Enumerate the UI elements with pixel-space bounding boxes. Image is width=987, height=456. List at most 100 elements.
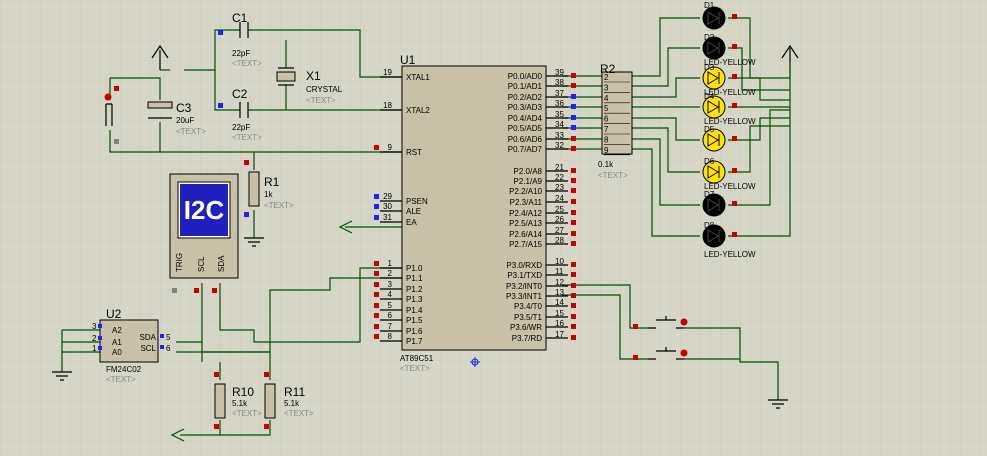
led-body	[702, 6, 726, 30]
u1-pin-state	[374, 303, 379, 308]
led-diode-symbol	[707, 71, 720, 85]
u1-pin-name: P3.6/WR	[510, 323, 542, 332]
r2-pin-number: 3	[604, 83, 609, 92]
button-int1[interactable]	[633, 347, 688, 360]
c2-text: <TEXT>	[232, 133, 262, 142]
led-ref: D3	[704, 63, 715, 72]
u1-pin-name: P0.7/AD7	[508, 145, 543, 154]
button-int0[interactable]	[633, 316, 688, 329]
u1-pin-state	[571, 146, 576, 151]
u1-pin-number: 25	[555, 205, 564, 214]
led-diode-symbol	[707, 198, 720, 212]
u1-right-pins: 39P0.0/AD038P0.1/AD137P0.2/AD236P0.3/AD3…	[506, 68, 576, 343]
i2c-pin-trig: TRIG	[175, 253, 184, 272]
i2c-label: I2C	[184, 195, 225, 225]
led-pin-state	[732, 74, 737, 79]
led-d7[interactable]: D7	[702, 190, 737, 217]
led-part-label: LED-YELLOW	[704, 88, 756, 97]
led-ref: D7	[704, 190, 715, 199]
ground-symbol-u2	[52, 371, 72, 381]
c1-pin-marker	[218, 30, 223, 35]
u1-pin-number: 6	[388, 311, 393, 320]
u1-pin-number: 9	[388, 143, 393, 152]
u2-pin-number: 1	[92, 344, 97, 353]
led-d1[interactable]: D1	[702, 1, 737, 30]
led-ref: D5	[704, 125, 715, 134]
led-d5[interactable]: D5	[702, 125, 737, 152]
r10-ref: R10	[232, 385, 254, 399]
r2-pin-number: 6	[604, 115, 609, 124]
u2-part: FM24C02	[106, 365, 142, 374]
r2-pin-number: 8	[604, 135, 609, 144]
u1-pin-name: P3.0/RXD	[506, 261, 542, 270]
c3-ref: C3	[176, 101, 192, 115]
u1-pin-state	[571, 125, 576, 130]
led-ref: D1	[704, 1, 715, 10]
u1-pin-name: P1.3	[406, 295, 423, 304]
u1-pin-state	[571, 210, 576, 215]
u2-pin-name: SCL	[140, 344, 156, 353]
u1-pin-state	[374, 194, 379, 199]
bus-arrow-bottom	[170, 428, 185, 442]
u2-ref: U2	[106, 307, 122, 321]
capacitor-c2[interactable]: C2 22pF <TEXT>	[218, 87, 262, 142]
u1-pin-number: 32	[555, 141, 564, 150]
led-pin-state	[732, 168, 737, 173]
u1-pin-name: P2.5/A13	[509, 219, 542, 228]
u1-pin-number: 4	[388, 290, 393, 299]
u1-pin-number: 7	[388, 322, 393, 331]
u1-pin-number: 36	[555, 99, 564, 108]
r2-pin-number: 9	[604, 146, 609, 155]
u1-pin-number: 2	[388, 269, 393, 278]
led-pin-state	[732, 14, 737, 19]
i2c-pin-scl: SCL	[197, 256, 206, 272]
led-pin-state	[732, 44, 737, 49]
u1-pin-state	[374, 324, 379, 329]
led-diode-symbol	[707, 165, 720, 179]
led-array: D1D2LED-YELLOWD3LED-YELLOWD4LED-YELLOWD5…	[702, 1, 756, 259]
u1-pin-name: P0.5/AD5	[508, 124, 543, 133]
r2-pin-number: 5	[604, 104, 609, 113]
u1-pin-number: 14	[555, 298, 564, 307]
mcu-u1[interactable]: U1 AT89C51 <TEXT> 19XTAL118XTAL29RST29PS…	[374, 53, 576, 373]
c1-text: <TEXT>	[232, 59, 262, 68]
u1-pin-name: P1.5	[406, 316, 423, 325]
u2-pin-number: 3	[92, 322, 97, 331]
u1-pin-state	[571, 324, 576, 329]
u1-pin-name: P0.4/AD4	[508, 114, 543, 123]
u1-pin-state	[571, 188, 576, 193]
u1-pin-number: 3	[388, 280, 393, 289]
u1-pin-name: P1.6	[406, 327, 423, 336]
u1-pin-state	[571, 231, 576, 236]
capacitor-c3[interactable]: C3 20uF <TEXT>	[147, 101, 206, 136]
u1-pin-state	[571, 283, 576, 288]
u1-pin-name: ALE	[406, 207, 421, 216]
resistor-r11[interactable]: R11 5.1k <TEXT>	[264, 372, 314, 429]
reset-button[interactable]	[104, 86, 120, 144]
u2-pin-name: A0	[112, 348, 122, 357]
capacitor-c1[interactable]: C1 22pF <TEXT>	[218, 11, 262, 68]
resistor-r10[interactable]: R10 5.1k <TEXT>	[214, 372, 262, 429]
u1-pin-number: 21	[555, 163, 564, 172]
r2-value: 0.1k	[598, 160, 614, 169]
u1-pin-number: 16	[555, 319, 564, 328]
c3-text: <TEXT>	[176, 127, 206, 136]
resistor-r1[interactable]: R1 1k <TEXT>	[244, 160, 294, 217]
u1-pin-number: 28	[555, 236, 564, 245]
i2c-debugger[interactable]: I2C TRIG SCL SDA	[169, 173, 239, 293]
u1-pin-name: P3.7/RD	[512, 334, 542, 343]
u1-pin-name: P3.2/INT0	[506, 282, 543, 291]
crystal-x1[interactable]: X1 CRYSTAL <TEXT>	[276, 67, 343, 105]
led-ref: D4	[704, 92, 715, 101]
u1-pin-state	[571, 220, 576, 225]
led-diode-symbol	[707, 229, 720, 243]
